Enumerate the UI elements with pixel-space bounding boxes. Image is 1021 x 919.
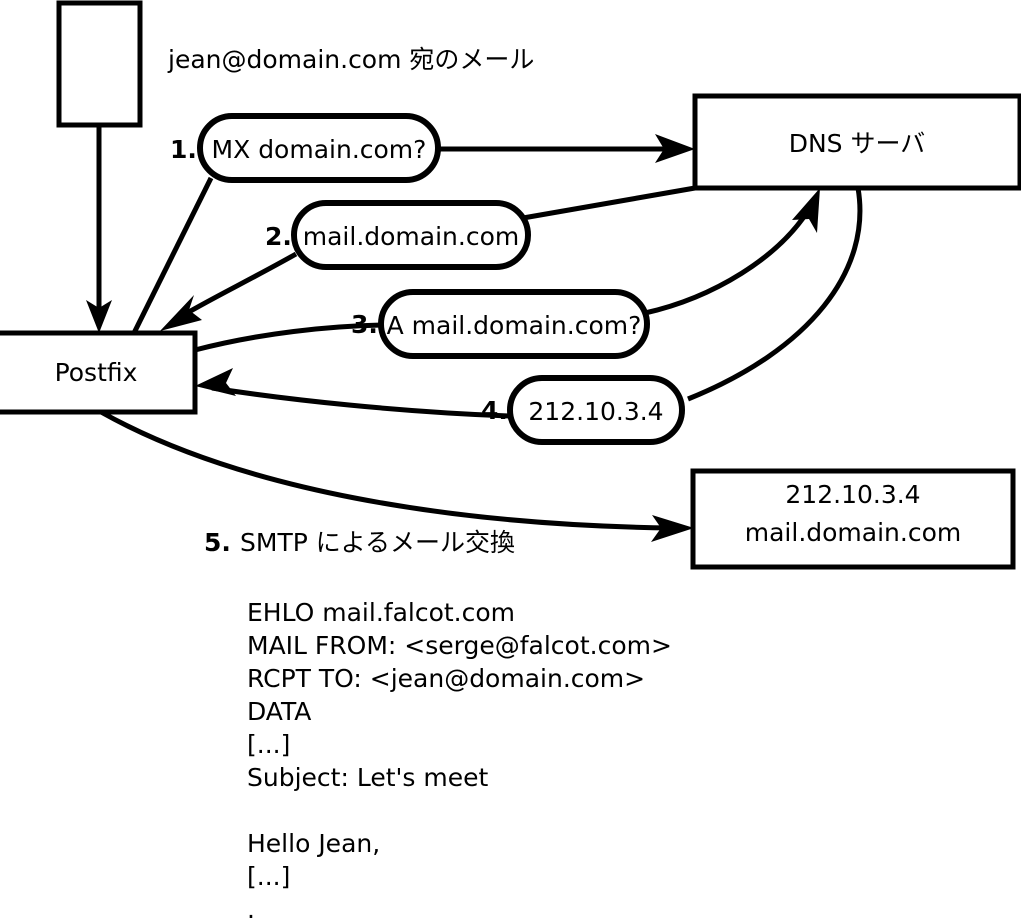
bubble-step-1	[197, 113, 441, 183]
step-number-4: 4.	[481, 396, 508, 425]
node-remote-mx-box	[690, 468, 1016, 570]
step-label-4: 212.10.3.4	[528, 397, 663, 426]
step-number-2: 2.	[265, 222, 292, 251]
edge-dns-to-step2	[522, 185, 696, 221]
edge-dns-to-step4	[687, 187, 863, 402]
label-postfix: Postfix	[55, 358, 138, 387]
edge-postfix-to-step1	[131, 176, 214, 335]
arrowhead-step4-to-postfix	[195, 368, 236, 396]
node-mail-client-box	[56, 0, 143, 128]
smtp-line-2: RCPT TO: <jean@domain.com>	[247, 664, 645, 693]
step-number-3: 3.	[351, 310, 378, 339]
bubble-step-2	[291, 200, 531, 270]
step-label-3: A mail.domain.com?	[387, 311, 642, 340]
label-remote-mx-host: mail.domain.com	[745, 518, 961, 547]
edge-step4-to-postfix	[211, 385, 511, 419]
arrowhead-postfix-to-remote-mx	[651, 515, 694, 542]
smtp-line-7: Hello Jean,	[247, 829, 380, 858]
arrowhead-mua-to-postfix	[86, 300, 112, 333]
smtp-line-8: [...]	[247, 862, 290, 891]
bubble-step-3	[378, 289, 650, 359]
arrowhead-step2-to-postfix	[160, 295, 202, 331]
label-dns-server: DNS サーバ	[789, 129, 926, 158]
smtp-line-0: EHLO mail.falcot.com	[247, 598, 515, 627]
step-number-5: 5.	[204, 528, 231, 557]
edge-step2-to-postfix	[173, 251, 298, 323]
smtp-line-9: .	[247, 895, 255, 919]
step-number-1: 1.	[170, 135, 197, 164]
step-label-5: SMTP によるメール交換	[240, 528, 515, 557]
label-remote-mx-ip: 212.10.3.4	[785, 480, 920, 509]
arrowhead-step3-to-dns	[792, 188, 820, 233]
node-postfix-box	[0, 330, 198, 415]
step-label-1: MX domain.com?	[212, 135, 427, 164]
edge-step3-to-dns	[644, 204, 814, 316]
smtp-line-5: Subject: Let's meet	[247, 763, 488, 792]
edge-postfix-to-remote-mx	[99, 409, 673, 531]
bubble-step-4	[507, 375, 685, 445]
arrowhead-step1-to-dns	[655, 134, 695, 163]
smtp-line-1: MAIL FROM: <serge@falcot.com>	[247, 631, 672, 660]
smtp-line-4: [...]	[247, 730, 290, 759]
smtp-line-3: DATA	[247, 697, 311, 726]
step-label-2: mail.domain.com	[303, 222, 519, 251]
header-mail-label: jean@domain.com 宛のメール	[167, 45, 534, 74]
edge-postfix-to-step3	[194, 322, 385, 353]
node-dns-server-box	[692, 93, 1021, 191]
